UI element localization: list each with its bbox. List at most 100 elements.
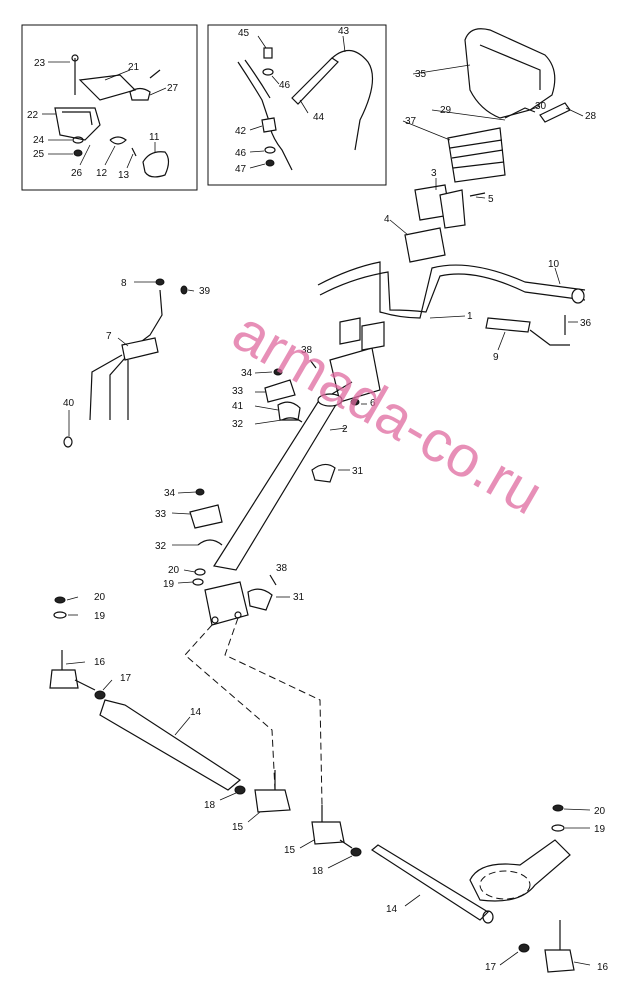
part-15-rod-end-left bbox=[254, 789, 291, 813]
part-32-bearing-lower bbox=[197, 539, 223, 546]
label-27: 27 bbox=[167, 83, 179, 94]
part-4-bracket bbox=[404, 227, 446, 263]
label-15-left: 15 bbox=[232, 822, 244, 833]
label-40: 40 bbox=[63, 398, 75, 409]
label-19-right: 19 bbox=[594, 824, 606, 835]
label-16-right: 16 bbox=[597, 962, 609, 973]
label-16-left: 16 bbox=[94, 657, 106, 668]
lower-bearing-clamps: 34 33 32 20 19 31 bbox=[155, 488, 305, 611]
part-12-clip bbox=[109, 136, 127, 145]
part-column-base-plate bbox=[204, 581, 249, 626]
label-2: 2 bbox=[342, 424, 348, 435]
label-1: 1 bbox=[467, 311, 473, 322]
part-1-handlebar bbox=[317, 261, 586, 319]
part-handle-shaft bbox=[237, 61, 293, 171]
label-47: 47 bbox=[235, 164, 247, 175]
centerline-right bbox=[224, 617, 323, 806]
part-37-boot bbox=[447, 127, 506, 183]
part-46b-washer bbox=[264, 146, 276, 154]
part-34-nut-upper bbox=[273, 368, 283, 376]
part-19-washer-mid bbox=[192, 578, 204, 586]
label-11: 11 bbox=[149, 132, 160, 143]
label-5: 5 bbox=[488, 194, 494, 205]
label-32-bottom: 32 bbox=[155, 541, 167, 552]
label-35: 35 bbox=[415, 69, 427, 80]
label-36: 36 bbox=[580, 318, 592, 329]
inset-frame-center bbox=[207, 24, 387, 186]
part-11-knob bbox=[142, 151, 170, 178]
label-38-bottom: 38 bbox=[276, 563, 288, 574]
part-3-block-b bbox=[439, 189, 466, 229]
part-19-washer-left bbox=[53, 611, 67, 619]
upper-bearing-clamps: 34 33 41 32 31 bbox=[232, 368, 364, 483]
part-20-nut-left bbox=[54, 596, 66, 604]
part-16-ball-joint-right bbox=[544, 949, 575, 973]
label-34-bottom: 34 bbox=[164, 488, 176, 499]
label-14-right: 14 bbox=[386, 904, 398, 915]
part-35-cover bbox=[464, 28, 556, 119]
label-31-top: 31 bbox=[352, 466, 364, 477]
label-25: 25 bbox=[33, 149, 45, 160]
part-41-bushing bbox=[277, 401, 301, 421]
part-18-nut-right bbox=[350, 847, 362, 857]
label-46-bottom: 46 bbox=[235, 148, 247, 159]
right-tie-rod: 15 18 14 17 16 20 19 bbox=[284, 804, 609, 973]
label-41: 41 bbox=[232, 401, 244, 412]
label-7: 7 bbox=[106, 331, 112, 342]
label-9: 9 bbox=[493, 352, 499, 363]
label-8: 8 bbox=[121, 278, 127, 289]
left-tie-rod: 20 19 16 17 14 18 15 bbox=[49, 592, 291, 833]
label-19-left: 19 bbox=[94, 611, 106, 622]
part-head-plate bbox=[329, 347, 381, 403]
label-33-bottom: 33 bbox=[155, 509, 167, 520]
part-38-grease-fitting bbox=[309, 359, 317, 369]
label-21: 21 bbox=[128, 62, 140, 73]
label-13: 13 bbox=[118, 170, 130, 181]
label-46-top: 46 bbox=[279, 80, 291, 91]
part-34-nut-lower bbox=[195, 488, 205, 496]
part-8-nut bbox=[155, 278, 165, 286]
label-15-right: 15 bbox=[284, 845, 296, 856]
part-27-clamp bbox=[129, 87, 151, 101]
label-42: 42 bbox=[235, 126, 247, 137]
part-24-washer bbox=[72, 136, 84, 144]
part-17-jam-nut-right bbox=[518, 943, 530, 953]
label-30: 30 bbox=[535, 101, 547, 112]
part-47-nut bbox=[265, 159, 275, 167]
part-31-bracket-upper bbox=[311, 463, 336, 483]
handlebar: 1 10 9 36 bbox=[317, 259, 592, 363]
part-6-bolt bbox=[350, 398, 360, 406]
part-16-ball-joint-left bbox=[49, 669, 79, 689]
label-4: 4 bbox=[384, 214, 390, 225]
cable-assembly: 8 39 7 40 bbox=[63, 278, 211, 448]
part-45-bolt bbox=[263, 47, 273, 59]
part-25-nut bbox=[73, 149, 83, 157]
label-29: 29 bbox=[440, 105, 452, 116]
part-32-bearing-upper bbox=[281, 417, 303, 423]
label-12: 12 bbox=[96, 168, 108, 179]
label-26: 26 bbox=[71, 168, 83, 179]
part-33-clamp-lower bbox=[189, 504, 223, 529]
part-22-bracket bbox=[54, 107, 101, 141]
part-13-pin bbox=[131, 147, 137, 157]
label-17-right: 17 bbox=[485, 962, 497, 973]
part-5-screw bbox=[469, 192, 486, 197]
label-3: 3 bbox=[431, 168, 437, 179]
label-20-left: 20 bbox=[94, 592, 106, 603]
part-10-end-cap bbox=[571, 288, 585, 304]
part-31-bracket-lower bbox=[247, 588, 273, 611]
inset-frame-left bbox=[21, 24, 198, 191]
label-10: 10 bbox=[548, 259, 560, 270]
label-20-right: 20 bbox=[594, 806, 606, 817]
part-44-grip bbox=[291, 57, 339, 105]
top-assembly: 35 29 30 28 37 3 5 4 bbox=[384, 28, 597, 263]
part-14-tie-rod-right bbox=[370, 844, 489, 921]
part-riser-b bbox=[361, 321, 385, 351]
part-29-connector bbox=[504, 107, 536, 119]
part-43-grip-arm bbox=[299, 49, 374, 151]
part-17-jam-nut-left bbox=[94, 690, 106, 700]
label-28: 28 bbox=[585, 111, 597, 122]
label-31-bottom: 31 bbox=[293, 592, 305, 603]
label-18-right: 18 bbox=[312, 866, 324, 877]
